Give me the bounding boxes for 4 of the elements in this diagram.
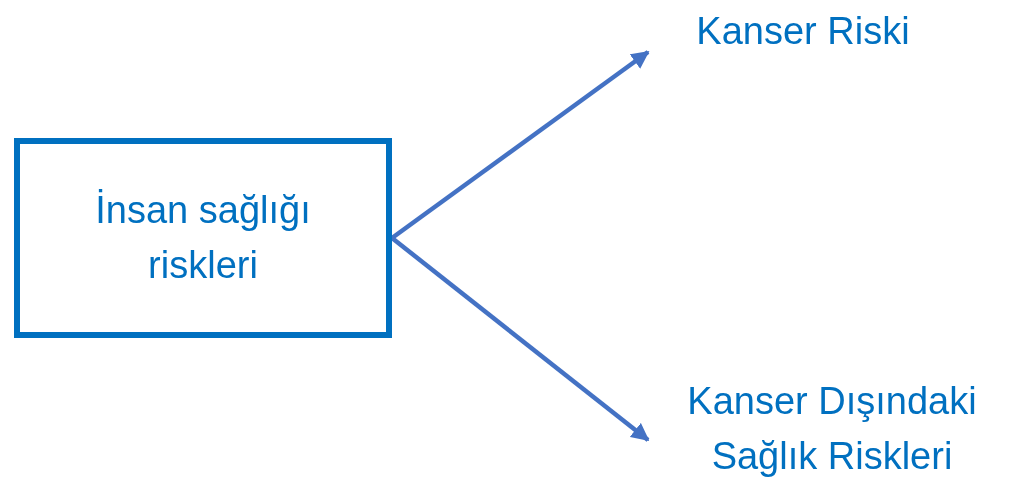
process-box [14,138,392,338]
node-label: İnsan sağlığı riskleri [94,187,312,288]
node-label: Kanser Riski [696,9,910,55]
node-label: Kanser Dışındaki Sağlık Riskleri [686,378,978,479]
